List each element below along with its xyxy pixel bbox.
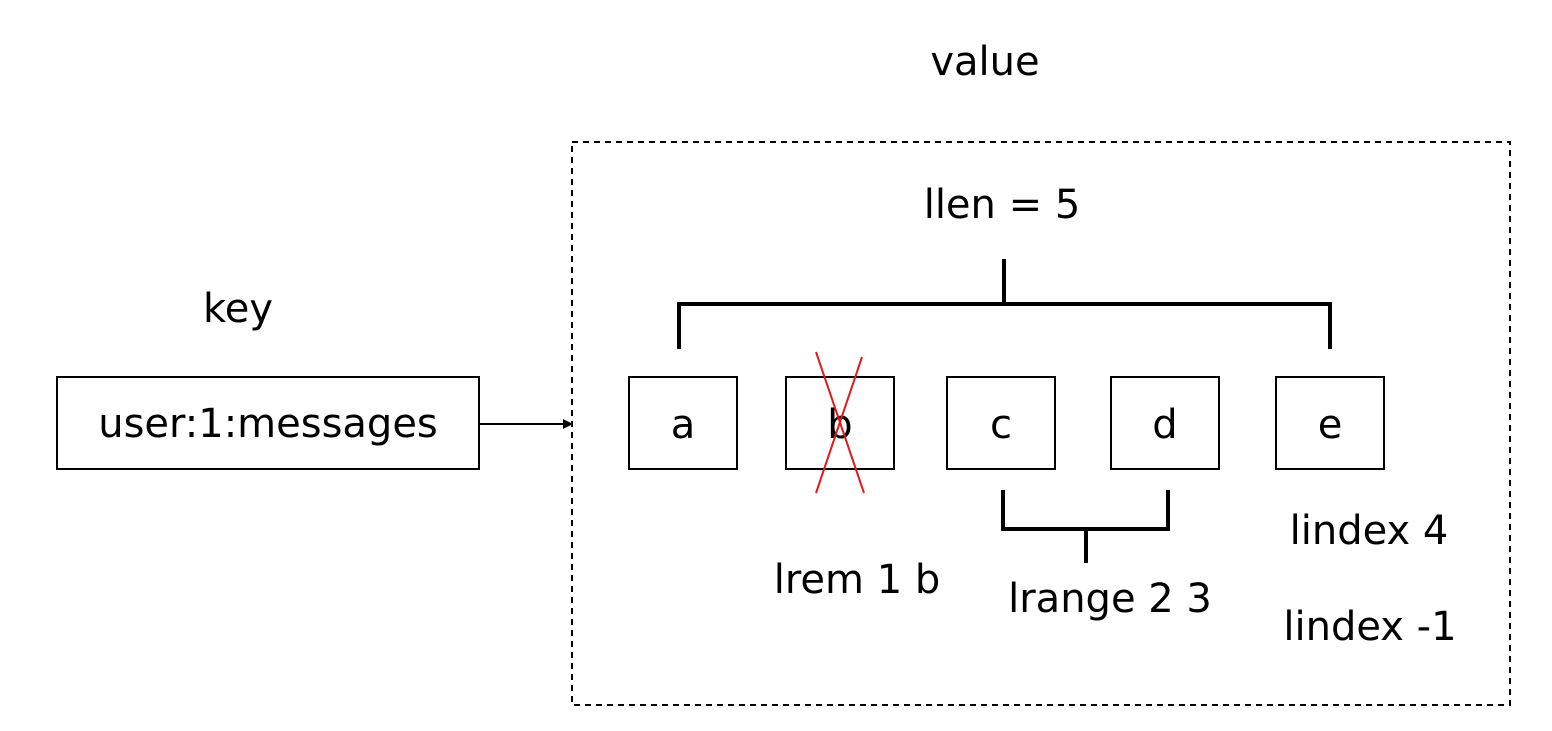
llen-bracket: [677, 259, 1332, 349]
value-label: value: [930, 39, 1039, 85]
lrange-bracket: [1001, 490, 1170, 563]
removed-cross-line-2: [815, 356, 863, 494]
element-box-a: [628, 376, 738, 470]
lrange-label: lrange 2 3: [1008, 576, 1212, 622]
key-box: [56, 376, 480, 470]
element-label-c: c: [990, 402, 1012, 448]
element-box-d: [1110, 376, 1220, 470]
key-name: user:1:messages: [98, 401, 438, 447]
element-box-c: [946, 376, 1056, 470]
list-elements: abcde: [628, 351, 1385, 494]
element-label-e: e: [1318, 402, 1343, 448]
lindex-negative-label: lindex -1: [1283, 604, 1456, 650]
key-label: key: [203, 286, 273, 332]
element-label-d: d: [1152, 402, 1177, 448]
llen-label: llen = 5: [924, 182, 1081, 228]
element-label-a: a: [671, 402, 696, 448]
element-box-e: [1275, 376, 1385, 470]
lrem-label: lrem 1 b: [774, 557, 941, 603]
lindex-positive-label: lindex 4: [1290, 508, 1449, 554]
